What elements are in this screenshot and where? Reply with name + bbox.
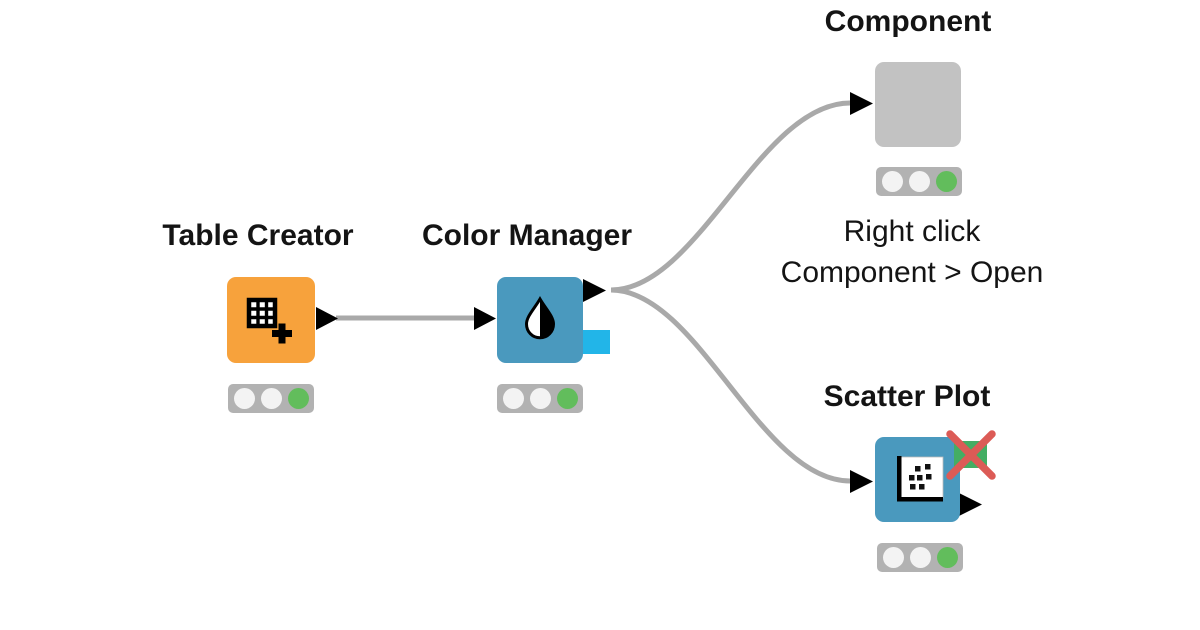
output-port-table-creator[interactable] [316,307,338,330]
output-port-color-manager[interactable] [583,279,606,302]
status-traffic-light-scatter-plot [877,543,963,572]
status-traffic-light-color-manager [497,384,583,413]
input-port-scatter-plot[interactable] [850,470,873,493]
scatter-dots-icon [897,456,944,502]
status-traffic-light-component [876,167,962,196]
node-color-manager[interactable] [497,277,583,363]
status-light-yellow [909,547,931,568]
status-light-green [935,171,957,192]
node-label-component: Component [824,5,992,38]
node-table-creator[interactable] [227,277,315,363]
status-light-red [233,388,255,409]
status-light-yellow [529,388,551,409]
node-label-color-manager: Color Manager [421,219,633,252]
connection-color-manager-to-component[interactable] [610,100,851,293]
node-component[interactable] [875,62,961,147]
status-light-red [881,171,903,192]
node-label-table-creator: Table Creator [162,219,354,252]
status-light-green [556,388,578,409]
status-light-yellow [908,171,930,192]
status-traffic-light-table-creator [228,384,314,413]
workflow-annotation: Right click Component > Open [732,211,1092,293]
input-port-component[interactable] [850,92,873,115]
cross-icon [946,430,996,480]
annotation-line-2: Component > Open [780,256,1044,289]
connection-color-manager-to-scatter-plot[interactable] [610,287,851,484]
status-light-green [287,388,309,409]
view-badge [946,430,996,480]
color-drop-icon [524,296,556,340]
status-light-red [882,547,904,568]
table-plus-icon [246,297,292,344]
node-scatter-plot[interactable] [875,430,996,522]
input-port-color-manager[interactable] [474,307,496,330]
node-label-scatter-plot: Scatter Plot [823,380,991,413]
output-port-scatter-plot[interactable] [959,493,982,516]
status-light-yellow [260,388,282,409]
status-light-red [502,388,524,409]
annotation-line-1: Right click [843,215,981,248]
status-light-green [936,547,958,568]
